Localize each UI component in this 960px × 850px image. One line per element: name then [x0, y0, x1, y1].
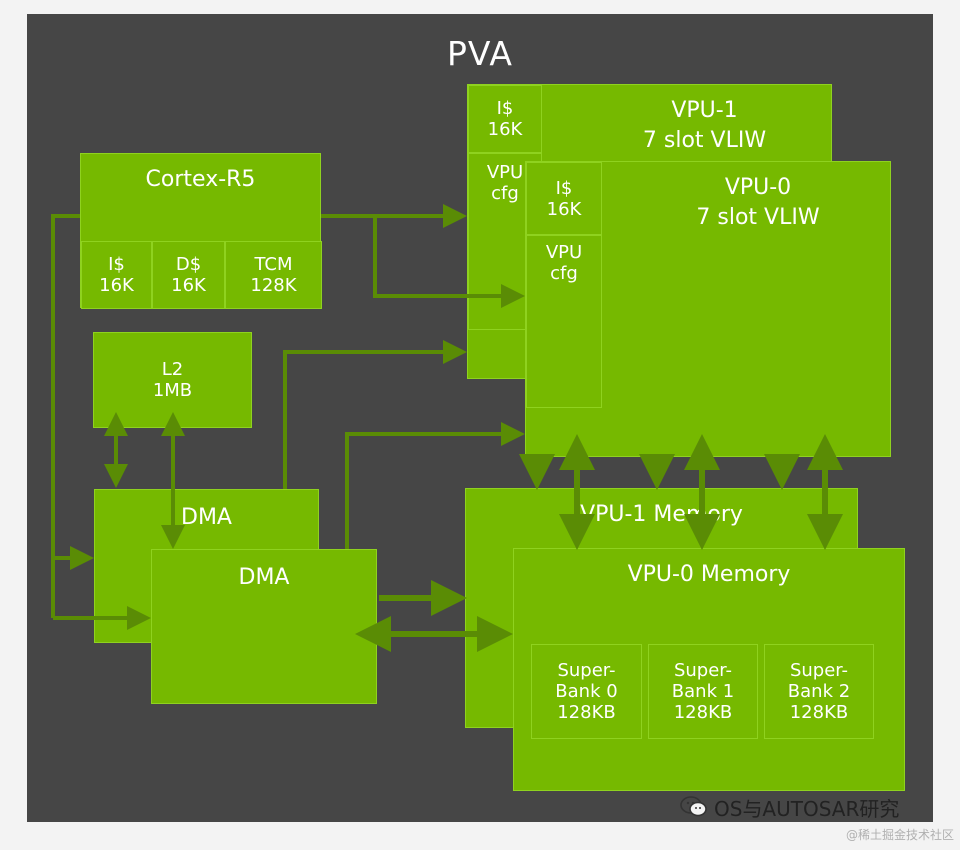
wechat-icon — [680, 796, 708, 818]
dma-back-label: DMA — [181, 505, 232, 530]
superbank-2-line2: Bank 2 — [787, 681, 851, 702]
watermark: OS与AUTOSAR研究 — [680, 792, 899, 822]
cortex-tcm-line2: 128K — [250, 275, 297, 296]
l2-line1: L2 — [161, 359, 184, 380]
cortex-tcm-line1: TCM — [254, 254, 293, 275]
dma-front-to-vpu0-wire — [345, 422, 525, 549]
vpu0-arch: 7 slot VLIW — [696, 205, 820, 230]
vpu1-name: VPU-1 — [671, 98, 738, 123]
vpu1-cfg-line1: VPU — [486, 162, 524, 183]
cortex-dcache-line1: D$ — [175, 254, 202, 275]
cortex-icache-line1: I$ — [108, 254, 125, 275]
dma-front-label: DMA — [238, 565, 290, 590]
superbank-0-line2: Bank 0 — [555, 681, 618, 702]
superbank-2-line1: Super- — [789, 660, 849, 681]
cortex-icache: I$ 16K — [81, 241, 152, 309]
vpu1-icache-line1: I$ — [496, 98, 514, 119]
vpu0-icache-line1: I$ — [555, 177, 573, 199]
superbank-1-line3: 128KB — [673, 702, 733, 723]
superbank-2-line3: 128KB — [789, 702, 849, 723]
credit-text: @稀土掘金技术社区 — [845, 828, 954, 842]
cortex-r5-block: Cortex-R5 I$ 16K D$ 16K TCM 128K — [80, 153, 322, 309]
cortex-to-vpu0-wire — [373, 216, 525, 308]
vpu0-icache: I$ 16K — [526, 162, 602, 235]
vpu1-icache: I$ 16K — [468, 85, 542, 153]
superbank-1-line2: Bank 1 — [671, 681, 735, 702]
superbank-0-line3: 128KB — [557, 702, 616, 723]
cortex-r5-name: Cortex-R5 — [145, 167, 256, 192]
vpu0-name: VPU-0 — [724, 175, 792, 200]
vpu0-block: VPU-0 7 slot VLIW I$ 16K VPU cfg — [525, 161, 891, 457]
superbank-2: Super- Bank 2 128KB — [764, 644, 874, 739]
vpu1-cfg-line2: cfg — [491, 183, 519, 204]
superbank-0-line1: Super- — [557, 660, 616, 681]
pva-slide: PVA VPU-1 7 slot VLIW I$ 16K VPU cfg VPU… — [27, 14, 933, 822]
vpu1-arch: 7 slot VLIW — [642, 128, 767, 153]
cortex-tcm: TCM 128K — [225, 241, 322, 309]
vpu0-memory-block: VPU-0 Memory Super- Bank 0 128KB Super- … — [513, 548, 905, 791]
page-title: PVA — [447, 34, 513, 73]
vpu0-cfg: VPU cfg — [526, 235, 602, 408]
vpu0-icache-line2: 16K — [546, 198, 582, 220]
superbank-0: Super- Bank 0 128KB — [531, 644, 642, 739]
connection-wires — [51, 204, 843, 652]
cortex-dcache-line2: 16K — [171, 275, 206, 296]
vpu1-icache-line2: 16K — [487, 119, 523, 140]
dma-back-to-vpu1-wire — [283, 340, 467, 489]
vpu0-cfg-line2: cfg — [550, 263, 578, 284]
superbank-1: Super- Bank 1 128KB — [648, 644, 758, 739]
cortex-icache-line2: 16K — [99, 275, 134, 296]
cortex-bus-wire — [51, 214, 80, 618]
cortex-dcache: D$ 16K — [152, 241, 225, 309]
l2-line2: 1MB — [152, 380, 193, 401]
watermark-text: OS与AUTOSAR研究 — [714, 796, 900, 821]
vpu0-cfg-line1: VPU — [545, 242, 583, 263]
vpu0-memory-label: VPU-0 Memory — [627, 562, 791, 587]
superbank-1-line1: Super- — [673, 660, 733, 681]
